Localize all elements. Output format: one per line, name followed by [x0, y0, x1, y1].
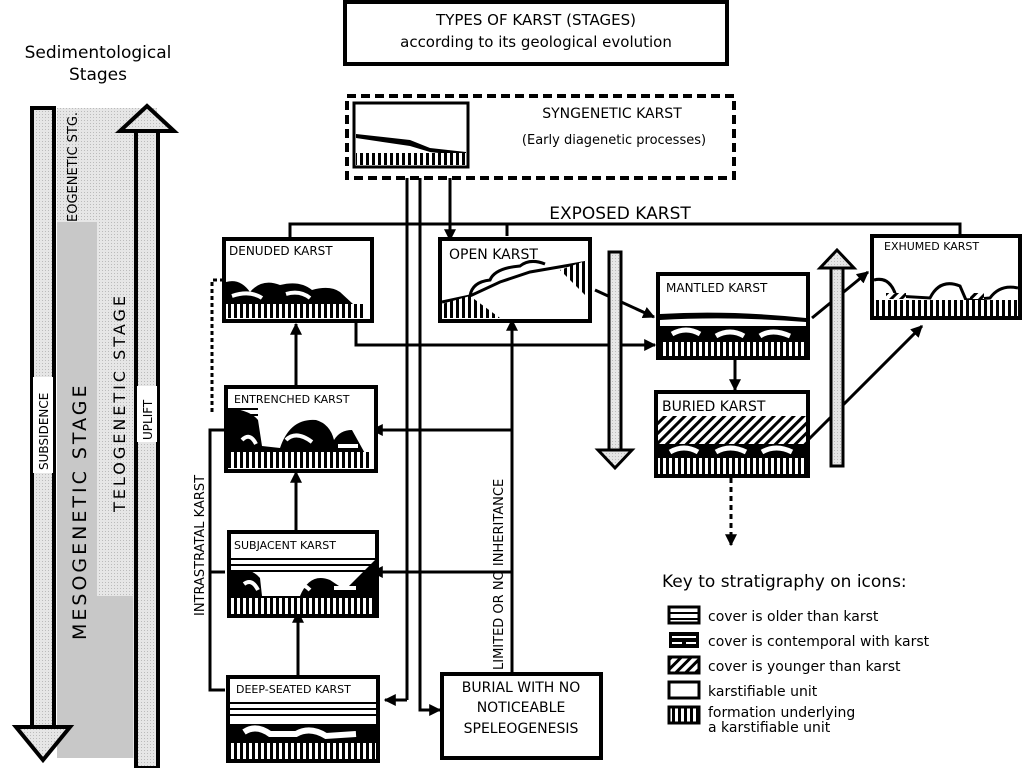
subjacent-karst-label: SUBJACENT KARST — [234, 539, 336, 552]
open-karst-box[interactable]: OPEN KARST — [438, 237, 592, 323]
deep-seated-karst-box[interactable]: DEEP-SEATED KARST — [226, 675, 380, 763]
stratigraphy-key: Key to stratigraphy on icons: cover is o… — [662, 572, 930, 736]
syngenetic-karst-box: SYNGENETIC KARST (Early diagenetic proce… — [345, 94, 736, 180]
entrenched-karst-label: ENTRENCHED KARST — [234, 393, 350, 406]
syngenetic-title: SYNGENETIC KARST — [542, 106, 682, 122]
key-item: cover is older than karst — [667, 605, 879, 625]
mantled-karst-box[interactable]: MANTLED KARST — [656, 272, 810, 360]
exposed-karst-bracket: EXPOSED KARST — [288, 204, 962, 240]
sed-heading-line2: Stages — [69, 65, 127, 85]
subsidence-arrow-center — [594, 250, 636, 471]
horizontal-lines-pattern-icon — [667, 605, 701, 625]
exhumed-karst-box[interactable]: EXHUMED KARST — [870, 234, 1022, 320]
uplift-arrow-center — [816, 247, 858, 468]
key-item-label-line1: formation underlying — [708, 705, 855, 721]
uplift-label-bg — [137, 386, 157, 442]
title-box: TYPES OF KARST (STAGES) according to its… — [343, 0, 729, 66]
sed-heading-line1: Sedimentological — [25, 43, 172, 63]
key-item: cover is contemporal with karst — [669, 632, 930, 650]
title-line2: according to its geological evolution — [400, 33, 672, 51]
denuded-karst-box[interactable]: DENUDED KARST — [222, 237, 374, 323]
key-item-label: cover is contemporal with karst — [708, 634, 930, 650]
exhumed-karst-label: EXHUMED KARST — [884, 240, 979, 253]
open-karst-label: OPEN KARST — [449, 247, 538, 263]
limited-inheritance-label: LIMITED OR NO INHERITANCE — [492, 479, 507, 670]
sedimentological-stages-panel: Sedimentological Stages SUBSIDENCE UPLIF… — [11, 43, 180, 768]
mesogenetic-stage-label: MESOGENETIC STAGE — [69, 383, 91, 640]
denuded-karst-label: DENUDED KARST — [229, 244, 333, 258]
subjacent-karst-box[interactable]: SUBJACENT KARST — [227, 530, 379, 618]
uplift-label: UPLIFT — [141, 399, 155, 440]
dashed-lines-pattern-icon — [669, 632, 699, 648]
syngenetic-subtitle: (Early diagenetic processes) — [522, 133, 706, 148]
burial-line2: NOTICEABLE — [477, 700, 566, 716]
key-item: karstifiable unit — [667, 680, 818, 700]
telogenetic-stage-label: TELOGENETIC STAGE — [110, 293, 129, 513]
vertical-bars-pattern-icon — [667, 705, 701, 725]
mesogenetic-band-lower — [97, 596, 133, 758]
key-title: Key to stratigraphy on icons: — [662, 572, 907, 592]
key-item-label: cover is younger than karst — [708, 659, 901, 675]
mesogenetic-band — [57, 222, 97, 758]
subsidence-label-bg — [33, 377, 53, 473]
title-line1: TYPES OF KARST (STAGES) — [435, 11, 636, 29]
exposed-karst-label: EXPOSED KARST — [549, 204, 691, 224]
eogenetic-stage-label: EOGENETIC STG. — [66, 112, 81, 222]
empty-box-icon — [667, 680, 701, 700]
key-item: cover is younger than karst — [667, 655, 901, 675]
key-item-label-line2: a karstifiable unit — [708, 720, 831, 736]
buried-karst-box[interactable]: BURIED KARST — [654, 390, 810, 478]
connector-lines — [208, 178, 924, 716]
burial-no-speleogenesis-box[interactable]: BURIAL WITH NO NOTICEABLE SPELEOGENESIS — [440, 672, 603, 760]
burial-line3: SPELEOGENESIS — [464, 721, 579, 737]
uplift-arrow — [114, 103, 180, 768]
mantled-karst-label: MANTLED KARST — [666, 281, 768, 295]
buried-karst-label: BURIED KARST — [662, 399, 766, 415]
entrenched-karst-box[interactable]: ENTRENCHED KARST — [224, 385, 378, 473]
key-item: formation underlying a karstifiable unit — [667, 705, 855, 736]
burial-line1: BURIAL WITH NO — [462, 680, 581, 696]
diagonal-hatch-pattern-icon — [667, 655, 701, 675]
deep-seated-karst-label: DEEP-SEATED KARST — [236, 683, 351, 696]
key-item-label: karstifiable unit — [708, 684, 818, 700]
key-item-label: cover is older than karst — [708, 609, 879, 625]
subsidence-label: SUBSIDENCE — [37, 393, 51, 470]
intrastratal-karst-label: INTRASTRATAL KARST — [193, 475, 208, 616]
